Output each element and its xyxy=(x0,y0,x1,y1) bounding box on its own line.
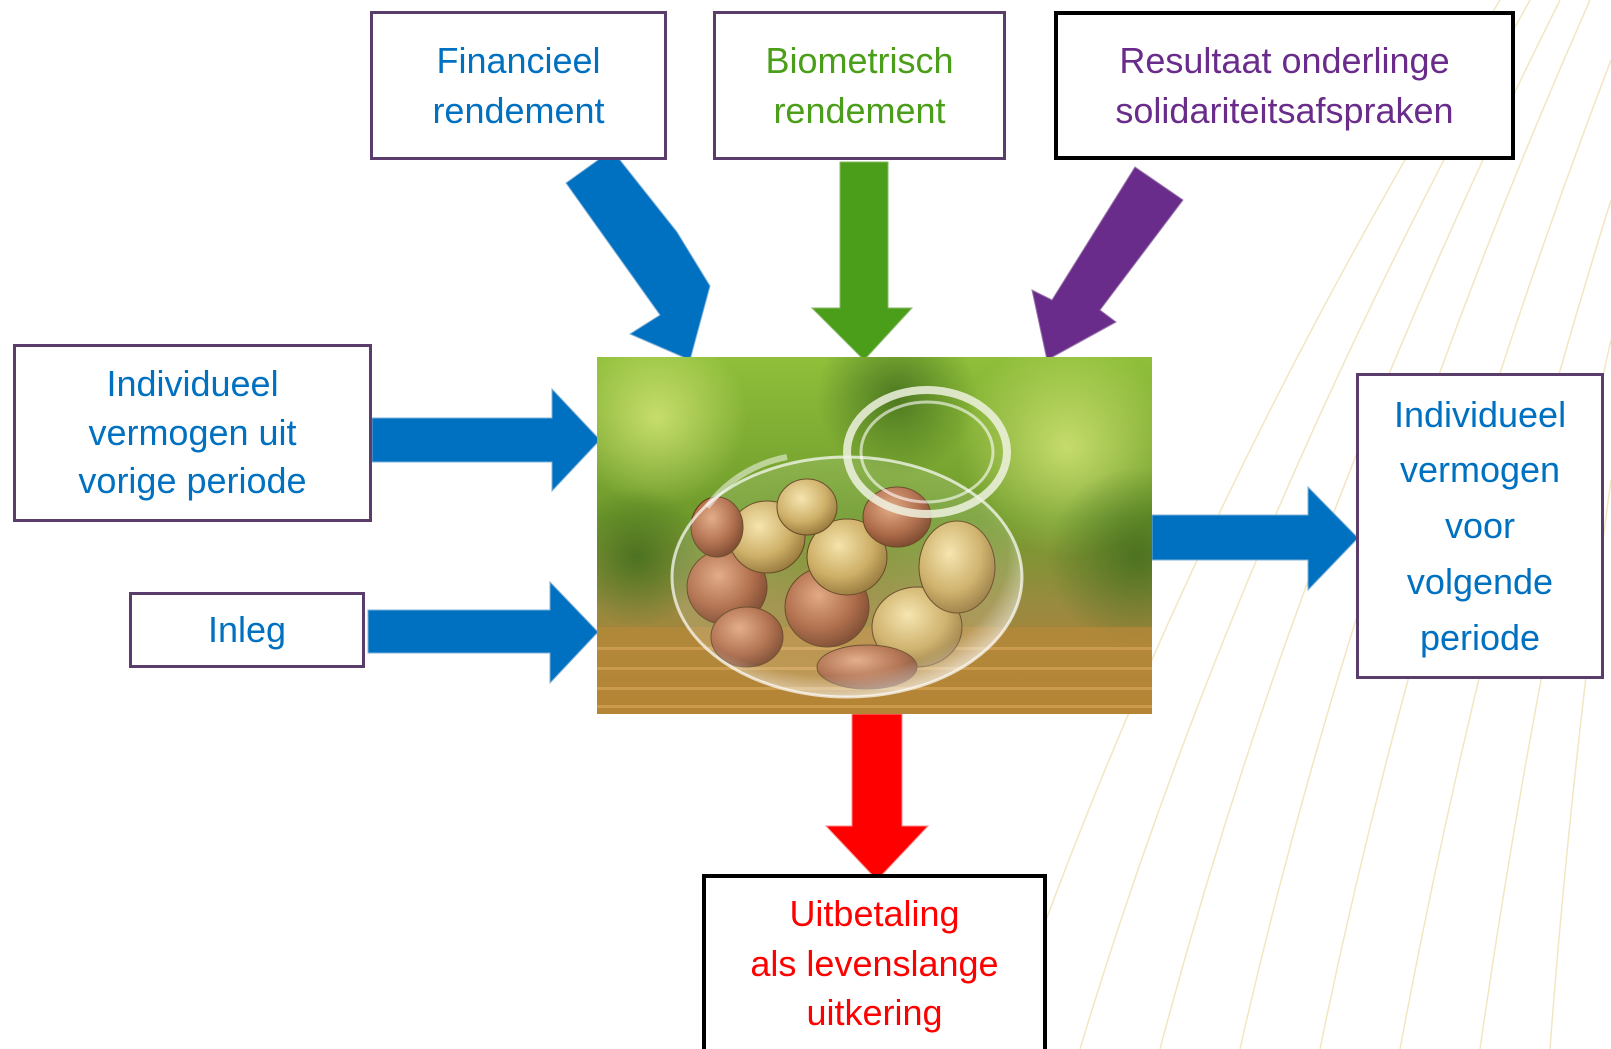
box-uitbetaling: Uitbetaling als levenslange uitkering xyxy=(702,874,1047,1049)
box-line: periode xyxy=(1419,616,1541,658)
box-line: Biometrisch xyxy=(765,39,954,81)
box-line: Financieel xyxy=(436,39,601,81)
box-inleg: Inleg xyxy=(129,592,365,668)
box-line: Resultaat onderlinge xyxy=(1119,39,1450,81)
box-financieel-rendement: Financieel rendement xyxy=(370,11,667,160)
box-line: Uitbetaling xyxy=(789,892,960,934)
coin-jar-image xyxy=(597,357,1152,714)
arrow-vorige xyxy=(371,387,601,493)
arrow-financieel xyxy=(565,149,711,361)
arrow-resultaat xyxy=(1031,166,1184,361)
box-line: Individueel xyxy=(1393,393,1567,435)
box-line: voor xyxy=(1444,505,1516,547)
box-biometrisch-rendement: Biometrisch rendement xyxy=(713,11,1006,160)
box-line: vermogen uit xyxy=(88,411,297,453)
box-line: als levenslange xyxy=(750,942,999,984)
box-resultaat-solidariteit: Resultaat onderlinge solidariteitsafspra… xyxy=(1054,11,1515,160)
box-line: vermogen xyxy=(1399,449,1561,491)
box-line: rendement xyxy=(773,89,946,131)
arrow-volgende xyxy=(1151,485,1359,592)
box-line: rendement xyxy=(432,89,605,131)
box-line: Inleg xyxy=(207,609,287,651)
box-line: vorige periode xyxy=(78,460,307,502)
arrow-biometrisch xyxy=(810,161,914,361)
box-line: uitkering xyxy=(806,992,943,1034)
box-line: solidariteitsafspraken xyxy=(1115,89,1454,131)
arrow-uitbetaling xyxy=(824,713,930,881)
arrow-inleg xyxy=(367,580,599,685)
box-line: Individueel xyxy=(106,362,279,404)
box-vermogen-volgende-periode: Individueel vermogen voor volgende perio… xyxy=(1356,373,1604,679)
box-line: volgende xyxy=(1406,560,1554,602)
box-vermogen-vorige-periode: Individueel vermogen uit vorige periode xyxy=(13,344,372,522)
